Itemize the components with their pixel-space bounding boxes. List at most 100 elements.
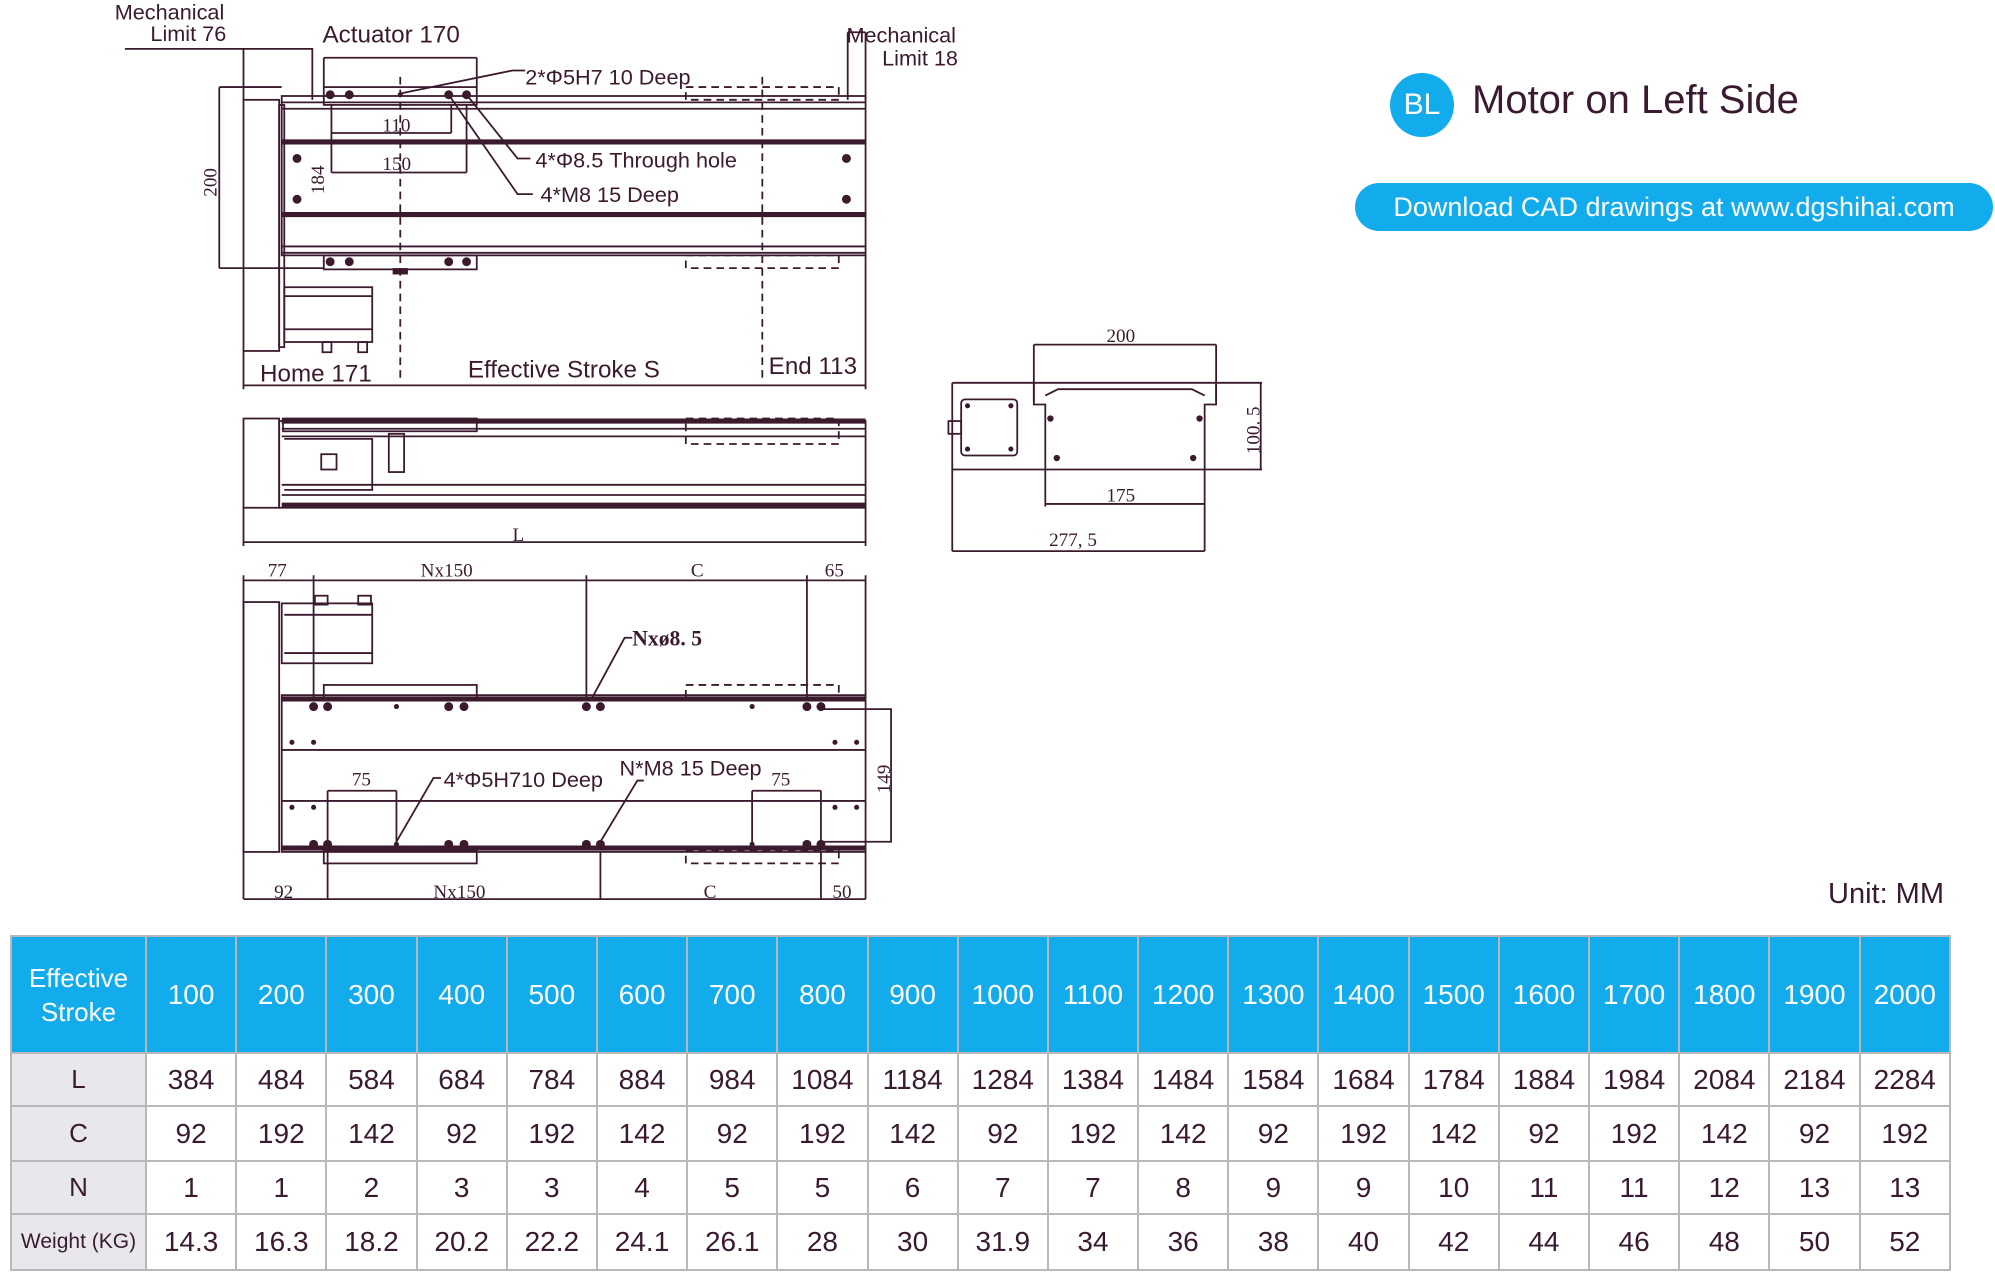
side-view: L [242, 417, 867, 546]
dim-200: 200 [201, 168, 222, 197]
table-cell: 24.1 [595, 1213, 689, 1271]
table-cell: 92 [686, 1105, 779, 1162]
stroke-header-cell: 1600 [1497, 935, 1591, 1054]
dim-bottom-3: 50 [832, 882, 851, 903]
callout-threaded-bottom: N*M8 15 Deep [620, 755, 762, 780]
table-cell: 48 [1678, 1213, 1771, 1271]
header-label-line1: Effective [28, 962, 129, 993]
stroke-header-cell: 800 [776, 935, 869, 1054]
end-label: End 113 [769, 353, 857, 380]
table-cell: 38 [1227, 1213, 1320, 1271]
table-cell: 1484 [1137, 1052, 1230, 1107]
row-label: N [10, 1160, 147, 1215]
table-cell: 92 [1497, 1105, 1591, 1162]
table-cell: 20.2 [415, 1213, 508, 1271]
table-cell: 8 [1137, 1160, 1230, 1215]
table-cell: 28 [776, 1213, 869, 1271]
table-cell: 52 [1858, 1213, 1952, 1271]
stroke-header-cell: 1300 [1227, 935, 1320, 1054]
stroke-header-cell: 600 [595, 935, 689, 1054]
table-cell: 384 [144, 1052, 238, 1107]
dim-l: L [512, 525, 524, 546]
table-cell: 784 [505, 1052, 598, 1107]
table-cell: 92 [956, 1105, 1049, 1162]
table-cell: 1284 [956, 1052, 1049, 1107]
table-cell: 192 [505, 1105, 598, 1162]
table-cell: 3 [415, 1160, 508, 1215]
table-cell: 30 [866, 1213, 959, 1271]
row-label: L [10, 1052, 147, 1107]
bottom-view: 77 Nx150 C 65 Nxø8. 5 75 75 4*Φ5H710 Dee… [242, 561, 895, 903]
end-plate [242, 98, 281, 352]
row-label: Weight (KG) [10, 1213, 147, 1271]
table-cell: 2 [325, 1160, 418, 1215]
table-cell: 192 [1858, 1105, 1952, 1162]
download-cad-button[interactable]: Download CAD drawings at www.dgshihai.co… [1355, 183, 1993, 231]
table-cell: 192 [1587, 1105, 1681, 1162]
table-cell: 9 [1317, 1160, 1410, 1215]
dim-150: 150 [382, 154, 411, 175]
table-cell: 2284 [1858, 1052, 1952, 1107]
dim-184: 184 [308, 165, 329, 194]
table-cell: 36 [1137, 1213, 1230, 1271]
dim-top-1: Nx150 [421, 561, 473, 582]
stroke-header-cell: 100 [144, 935, 238, 1054]
table-cell: 884 [595, 1052, 689, 1107]
table-cell: 1384 [1046, 1052, 1140, 1107]
unit-label: Unit: MM [1828, 878, 1944, 910]
row-label: C [10, 1105, 147, 1162]
mech-limit-left-label: Mechanical [115, 0, 225, 25]
effective-stroke-label: Effective Stroke S [468, 357, 660, 384]
actuator-label: Actuator 170 [323, 21, 460, 48]
table-cell: 1084 [776, 1052, 869, 1107]
table-cell: 13 [1768, 1160, 1861, 1215]
table-cell: 1 [235, 1160, 328, 1215]
stroke-header-cell: 1900 [1768, 935, 1861, 1054]
model-badge: BL [1390, 73, 1454, 137]
stroke-header-cell: 900 [866, 935, 959, 1054]
table-cell: 31.9 [956, 1213, 1049, 1271]
header-label-line2: Stroke [40, 996, 117, 1027]
table-cell: 40 [1317, 1213, 1410, 1271]
table-cell: 1684 [1317, 1052, 1410, 1107]
table-cell: 26.1 [686, 1213, 779, 1271]
callout-pin-holes: 2*Φ5H7 10 Deep [525, 65, 690, 90]
table-cell: 192 [1317, 1105, 1410, 1162]
callout-through-holes: 4*Φ8.5 Through hole [535, 147, 737, 172]
table-cell: 142 [325, 1105, 418, 1162]
stroke-header-cell: 1400 [1317, 935, 1410, 1054]
home-label: Home 171 [260, 361, 372, 388]
table-cell: 10 [1407, 1160, 1500, 1215]
table-cell: 1884 [1497, 1052, 1591, 1107]
end-view: 200 100. 5 175 277, 5 [947, 326, 1264, 552]
table-cell: 7 [956, 1160, 1049, 1215]
table-cell: 484 [235, 1052, 328, 1107]
table-cell: 92 [144, 1105, 238, 1162]
table-cell: 12 [1678, 1160, 1771, 1215]
table-cell: 142 [1678, 1105, 1771, 1162]
stroke-header-cell: 1200 [1137, 935, 1230, 1054]
table-cell: 3 [505, 1160, 598, 1215]
mech-limit-right-value: Limit 18 [882, 45, 958, 70]
table-cell: 142 [1137, 1105, 1230, 1162]
table-cell: 584 [325, 1052, 418, 1107]
stroke-header-cell: 1100 [1046, 935, 1140, 1054]
table-cell: 42 [1407, 1213, 1500, 1271]
table-cell: 4 [595, 1160, 689, 1215]
table-cell: 1584 [1227, 1052, 1320, 1107]
table-cell: 92 [1768, 1105, 1861, 1162]
table-cell: 44 [1497, 1213, 1591, 1271]
table-cell: 7 [1046, 1160, 1140, 1215]
dim-75-left: 75 [352, 770, 371, 791]
top-view: Mechanical Limit 76 Actuator 170 Mechani… [115, 0, 958, 390]
table-cell: 46 [1587, 1213, 1681, 1271]
table-cell: 684 [415, 1052, 508, 1107]
dim-end-overall: 277, 5 [1049, 530, 1097, 551]
dim-end-175: 175 [1106, 485, 1135, 506]
